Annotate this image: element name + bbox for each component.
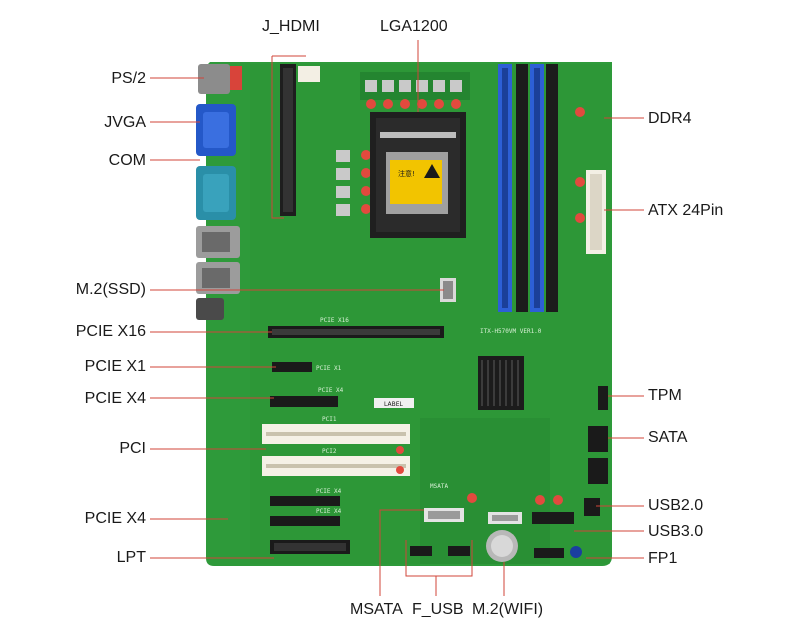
svg-text:MSATA: MSATA — [430, 483, 448, 490]
label-m2-wifi: M.2(WIFI) — [472, 601, 544, 618]
label-pcie-x16: PCIE X16 — [75, 323, 146, 340]
label-box — [374, 398, 414, 408]
chipset-heatsink — [478, 356, 524, 410]
msata-slot: MSATA — [424, 483, 464, 522]
svg-text:PCIE X4: PCIE X4 — [316, 508, 342, 515]
board-model-silk: ITX-H570VM VER1.0 — [480, 328, 542, 335]
label-usb30: USB3.0 — [648, 523, 704, 540]
label-pci: PCI — [119, 440, 146, 457]
leader-lines — [150, 40, 644, 596]
pci-slots: PCI1 PCI2 — [262, 416, 410, 476]
pcie-x1-slot: PCIE X1 — [272, 362, 342, 372]
label-tpm: TPM — [648, 387, 682, 404]
vrm-components — [336, 72, 585, 505]
label-box-text: LABEL — [384, 401, 403, 408]
svg-text:PCI2: PCI2 — [322, 448, 337, 455]
j-hdmi-header — [280, 64, 320, 216]
f-usb-header-1 — [410, 546, 432, 556]
label-m2-ssd: M.2(SSD) — [75, 281, 146, 298]
ps2-port — [198, 64, 230, 94]
label-lpt: LPT — [116, 549, 146, 566]
label-f-usb: F_USB — [412, 601, 464, 618]
f-usb-header-2 — [448, 546, 470, 556]
label-lga1200: LGA1200 — [380, 18, 448, 35]
lpt-header — [270, 540, 350, 554]
sata-connectors — [588, 426, 608, 484]
svg-text:PCIE X1: PCIE X1 — [316, 365, 342, 372]
label-msata: MSATA — [350, 601, 403, 618]
buzzer — [570, 546, 582, 558]
label-usb20: USB2.0 — [648, 497, 704, 514]
pcie-x16-slot: PCIE X16 — [268, 317, 444, 338]
usb20-header — [584, 498, 600, 516]
ddr4-slots — [498, 64, 558, 312]
label-atx24: ATX 24Pin — [648, 202, 724, 219]
cpu-socket-lga1200: 注意! — [370, 112, 466, 238]
label-pcie-x4-bottom: PCIE X4 — [84, 510, 146, 527]
svg-text:PCIE X16: PCIE X16 — [320, 317, 349, 324]
label-fp1: FP1 — [648, 550, 678, 567]
svg-text:PCIE X4: PCIE X4 — [318, 387, 344, 394]
label-sata: SATA — [648, 429, 688, 446]
label-ps2: PS/2 — [111, 70, 146, 87]
pcie-x4-slots-bottom: PCIE X4 PCIE X4 — [270, 488, 342, 526]
cpu-warning-sticker — [390, 160, 442, 204]
label-ddr4: DDR4 — [648, 110, 692, 127]
svg-text:PCI1: PCI1 — [322, 416, 337, 423]
svg-text:PCIE X4: PCIE X4 — [316, 488, 342, 495]
atx-24pin-connector — [586, 170, 606, 254]
cpu-warning-text: 注意! — [398, 169, 415, 178]
audio-port — [196, 298, 224, 320]
label-com: COM — [108, 152, 146, 169]
label-j-hdmi: J_HDMI — [262, 18, 320, 35]
rear-io — [196, 64, 242, 320]
m2-ssd-slot — [440, 278, 456, 302]
label-jvga: JVGA — [104, 114, 146, 131]
usb30-header — [532, 512, 574, 524]
label-pcie-x1: PCIE X1 — [84, 358, 146, 375]
fp1-header — [534, 548, 564, 558]
m2-wifi-slot — [488, 512, 522, 524]
pcie-x4-slot-top: PCIE X4 — [270, 387, 344, 407]
label-pcie-x4-top: PCIE X4 — [84, 390, 146, 407]
tpm-header — [598, 386, 608, 410]
